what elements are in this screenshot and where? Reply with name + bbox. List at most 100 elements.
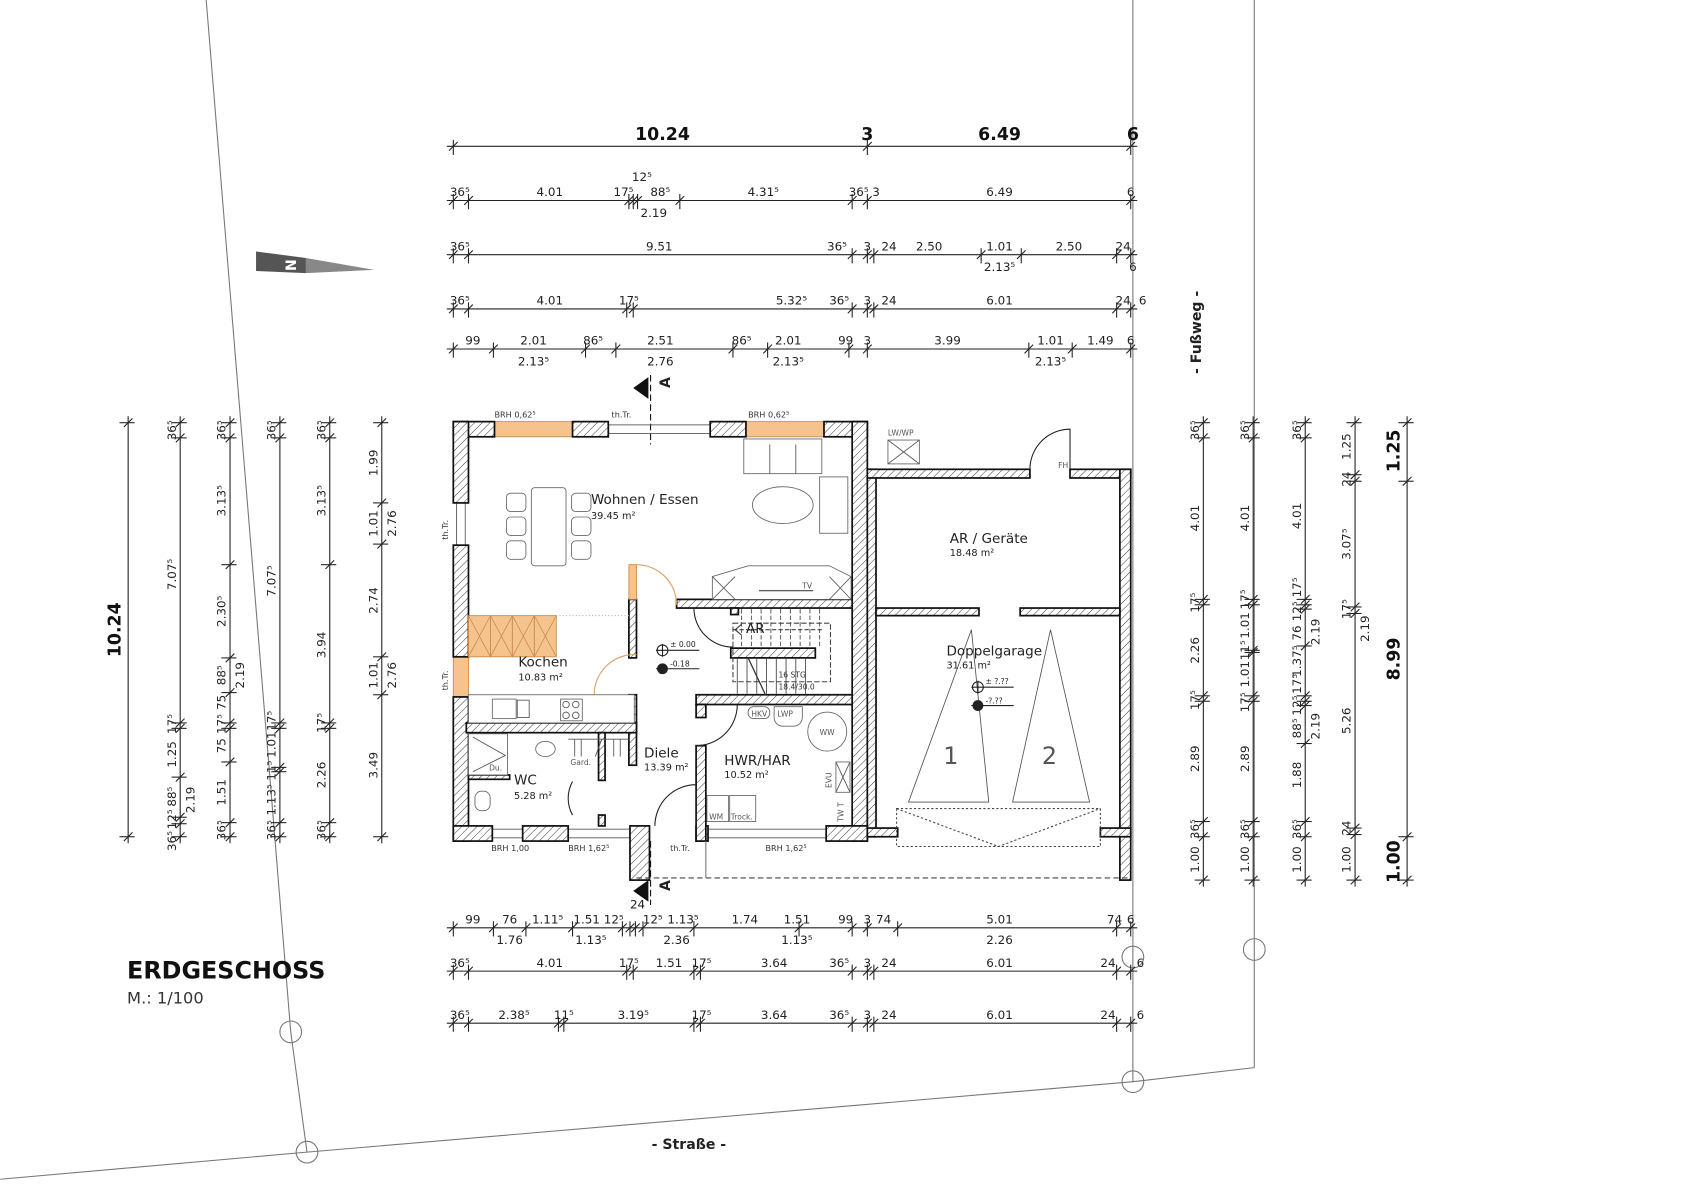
dimension-label: 6 bbox=[1127, 912, 1135, 926]
dimension-label: 2.19 bbox=[233, 662, 247, 689]
wall-segment bbox=[1119, 468, 1132, 881]
dimension-label: 1.00 bbox=[1238, 846, 1252, 873]
dimension-label: 36⁵ bbox=[215, 420, 229, 440]
street-label-fussweg: - Fußweg - bbox=[1189, 291, 1205, 374]
dimension-label: 2.26 bbox=[314, 762, 328, 789]
dryer bbox=[729, 795, 757, 822]
parking-number-1: 1 bbox=[943, 742, 958, 770]
dimension-label: 76 bbox=[1290, 625, 1304, 640]
dimension-label: 6.01 bbox=[986, 294, 1013, 308]
dimension-label: 2.26 bbox=[986, 933, 1013, 947]
wardrobe-label: Gard. bbox=[570, 758, 591, 767]
dimension-label: 36⁵ bbox=[450, 1008, 470, 1022]
dimension-label: 4.01 bbox=[537, 294, 564, 308]
dimension-label: 17⁵ bbox=[692, 1008, 712, 1022]
svg-text:th.Tr.: th.Tr. bbox=[670, 843, 690, 853]
garage-door bbox=[636, 808, 1131, 879]
room-name-garage: Doppelgarage bbox=[946, 644, 1042, 660]
parking-space-2 bbox=[1012, 629, 1091, 803]
dimension-label: 74 bbox=[876, 912, 891, 926]
dimension-label: 6 bbox=[1129, 260, 1137, 274]
dimension-label: 1.25 bbox=[1385, 430, 1405, 473]
dimension-label: 17⁵ bbox=[692, 956, 712, 970]
wall-segment bbox=[465, 722, 638, 734]
dimension-label: 1.25 bbox=[165, 741, 179, 768]
dimension-label: 9.51 bbox=[646, 239, 673, 253]
room-name-wohnen: Wohnen / Essen bbox=[591, 492, 699, 508]
coffee-table bbox=[752, 486, 814, 524]
parking-number-2: 2 bbox=[1042, 742, 1057, 770]
dimension-label: 3.13⁵ bbox=[314, 485, 328, 517]
dimension-label: 17⁵ bbox=[314, 713, 328, 733]
hkv bbox=[747, 706, 771, 720]
dimension-label: 2.74 bbox=[366, 587, 380, 614]
wall-segment bbox=[675, 598, 854, 609]
dimension-label: 3 bbox=[872, 185, 880, 199]
chair bbox=[505, 540, 527, 560]
dimension-label: 4.01 bbox=[1188, 505, 1202, 532]
dimension-label: 3 bbox=[864, 334, 872, 348]
dimension-label: 75 bbox=[215, 695, 229, 710]
wall-segment bbox=[825, 825, 869, 842]
dimension-label: 3 bbox=[864, 294, 872, 308]
tv-label: TV bbox=[801, 582, 813, 591]
dimension-label: 3 bbox=[864, 956, 872, 970]
dimension-label: 99 bbox=[838, 334, 853, 348]
dimension-label: 4.01 bbox=[537, 185, 564, 199]
section-arrow-icon bbox=[633, 880, 649, 902]
dimension-label: 6.49 bbox=[986, 185, 1013, 199]
room-name-wc: WC bbox=[514, 773, 537, 789]
wall-segment bbox=[628, 598, 638, 659]
parking-space-1 bbox=[907, 629, 990, 803]
dimension-label: 1.00 bbox=[1188, 846, 1202, 873]
dimension-label: 17⁵ bbox=[619, 294, 639, 308]
svg-text:A: A bbox=[658, 880, 674, 891]
dimension-label: 7.07⁵ bbox=[165, 559, 179, 591]
dimension-label: 1.49 bbox=[1087, 334, 1114, 348]
dimension-label: 3.64 bbox=[761, 1008, 788, 1022]
dimension-label: 1.13⁵ bbox=[265, 784, 279, 816]
window-living-left bbox=[494, 421, 573, 438]
dimension-label: 2.26 bbox=[1188, 637, 1202, 664]
scale-label: M.: 1/100 bbox=[127, 989, 204, 1008]
dimension-label: 2.01 bbox=[775, 334, 802, 348]
dimension-label: 2.13⁵ bbox=[518, 354, 550, 368]
dimension-label: 2.89 bbox=[1188, 745, 1202, 772]
dimension-label: 2.51 bbox=[647, 334, 674, 348]
parking-spaces: 1 2 bbox=[907, 629, 1091, 803]
svg-text:BRH 0,62⁵: BRH 0,62⁵ bbox=[748, 409, 789, 419]
dimension-label: 36⁵ bbox=[827, 239, 847, 253]
dimension-label: 36⁵ bbox=[1238, 420, 1252, 440]
wall-segment bbox=[1019, 607, 1121, 617]
boundary-marker bbox=[295, 1140, 319, 1164]
svg-text:BRH 1,62⁵: BRH 1,62⁵ bbox=[765, 843, 806, 853]
dimension-label: 2.13⁵ bbox=[773, 354, 805, 368]
dimension-label: 3.13⁵ bbox=[215, 485, 229, 517]
dimension-label: 2.19 bbox=[641, 206, 668, 220]
dimension-label: 6 bbox=[1127, 125, 1139, 145]
dimension-label: 10.24 bbox=[106, 602, 126, 657]
staircase bbox=[732, 609, 832, 696]
boundary-marker bbox=[1242, 938, 1266, 961]
section-arrow-icon bbox=[633, 377, 649, 399]
dimension-label: 24 bbox=[881, 294, 896, 308]
dimension-label: 17⁵ bbox=[265, 711, 279, 731]
shower-label: Du. bbox=[489, 764, 502, 773]
window-kitchen bbox=[452, 656, 469, 698]
dimension-label: 3.94 bbox=[314, 632, 328, 659]
dimension-label: 3 bbox=[864, 239, 872, 253]
dimension-label: 36⁵ bbox=[314, 820, 328, 840]
dimension-label: 88⁵ bbox=[165, 786, 179, 806]
dimension-label: 75 bbox=[215, 738, 229, 753]
svg-text:th.Tr.: th.Tr. bbox=[440, 520, 450, 540]
dimension-label: 24 bbox=[1340, 820, 1354, 835]
level-markers: ± 0.00 -0.18 ± ?.?? -?.?? bbox=[655, 640, 1014, 712]
dimension-label: 2.76 bbox=[385, 510, 399, 537]
dimension-label: 17⁵ bbox=[1188, 592, 1202, 612]
dimension-label: 99 bbox=[465, 334, 480, 348]
lwp bbox=[773, 706, 803, 727]
north-arrow-icon: N bbox=[256, 251, 375, 274]
toilet bbox=[535, 740, 556, 757]
dimension-label: 36⁵ bbox=[165, 420, 179, 440]
dimension-label: 24 bbox=[1116, 239, 1131, 253]
